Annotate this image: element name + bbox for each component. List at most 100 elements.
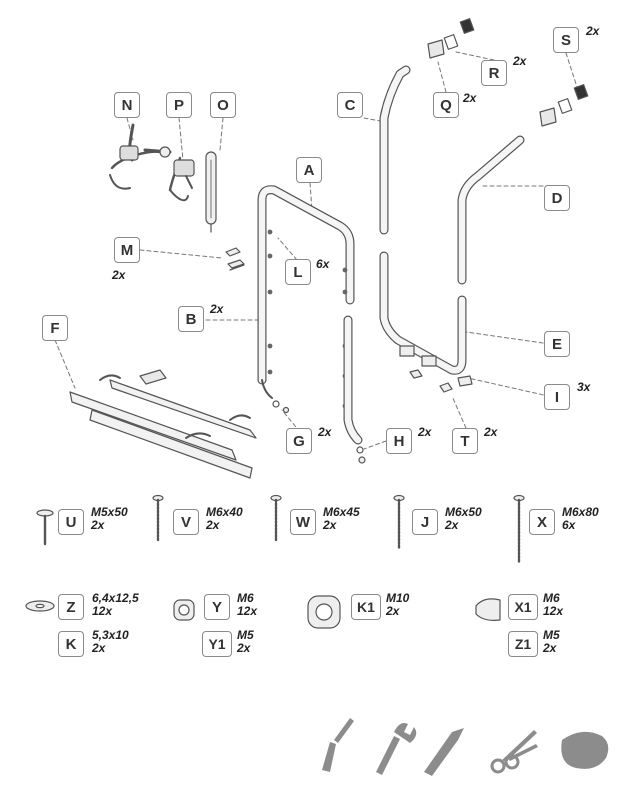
cap-nut-x1-illustration [475,598,501,621]
hw-size-z1: M5 [543,628,560,642]
hw-label-y: Y [204,594,230,620]
part-qty-s: 2x [586,24,600,38]
wrench-icon [376,723,417,775]
part-qty-t: 2x [484,425,498,439]
part-label-p: P [166,92,192,118]
strap-p-illustration [168,156,195,202]
screwdriver-icon [322,718,354,772]
part-label-o: O [210,92,236,118]
bolt-g-illustration [272,400,280,408]
hw-size-u: M5x50 [91,505,128,519]
hw-qty-v: 2x [206,518,220,532]
cloth-icon [561,731,609,769]
hw-qty-x1: 12x [543,604,564,618]
strap-n-illustration [109,123,172,190]
part-label-h: H [386,428,412,454]
hw-spec-j: M6x50 2x [445,506,482,532]
tube-e-illustration [379,251,473,393]
part-label-i: I [544,384,570,410]
part-label-c: C [337,92,363,118]
bracket-q-illustration [427,18,475,59]
utility-knife-icon [424,728,464,776]
hw-spec-x1: M6 12x [543,592,563,618]
part-label-e: E [544,331,570,357]
leader-lines [54,51,579,450]
part-label-n: N [114,92,140,118]
hw-label-z1: Z1 [508,631,538,657]
hw-qty-x: 6x [562,518,576,532]
hw-spec-y: M6 12x [237,592,257,618]
hw-spec-k1: M10 2x [386,592,409,618]
hw-spec-y1: M5 2x [237,629,254,655]
hw-label-x1: X1 [508,594,538,620]
part-label-s: S [553,27,579,53]
hw-qty-y: 12x [237,604,258,618]
hw-size-w: M6x45 [323,505,360,519]
hw-qty-j: 2x [445,518,459,532]
tube-d-illustration [457,135,525,285]
hw-spec-w: M6x45 2x [323,506,360,532]
hw-size-v: M6x40 [206,505,243,519]
part-qty-l: 6x [316,257,330,271]
hw-spec-v: M6x40 2x [206,506,243,532]
screw-w-illustration [270,494,282,542]
part-label-m: M [114,237,140,263]
screw-x-illustration [513,494,525,564]
part-label-r: R [481,60,507,86]
hw-spec-x: M6x80 6x [562,506,599,532]
hw-qty-k: 2x [92,641,106,655]
hw-qty-y1: 2x [237,641,251,655]
hw-spec-z1: M5 2x [543,629,560,655]
part-label-d: D [544,185,570,211]
hw-size-z: 6,4x12,5 [92,591,139,605]
screw-v-illustration [152,494,164,542]
hw-label-u: U [58,509,84,535]
hw-size-y1: M5 [237,628,254,642]
hw-label-v: V [173,509,199,535]
screw-j-illustration [393,494,405,550]
strip-o-illustration [205,151,217,233]
bracket-s-illustration [539,84,589,127]
part-label-a: A [296,157,322,183]
hw-label-k: K [58,631,84,657]
part-qty-i: 3x [577,380,591,394]
hw-qty-u: 2x [91,518,105,532]
clip-m-illustration [225,247,245,271]
part-qty-m: 2x [112,268,126,282]
hw-size-x1: M6 [543,591,560,605]
hw-label-w: W [290,509,316,535]
hw-qty-k1: 2x [386,604,400,618]
part-label-b: B [178,306,204,332]
hw-qty-w: 2x [323,518,337,532]
hw-label-k1: K1 [351,594,381,620]
hw-label-z: Z [58,594,84,620]
nut-k1-illustration [307,595,341,629]
hw-size-x: M6x80 [562,505,599,519]
hw-size-j: M6x50 [445,505,482,519]
hw-size-y: M6 [237,591,254,605]
part-qty-h: 2x [418,425,432,439]
frame-a-illustration [257,185,363,445]
hw-spec-z: 6,4x12,5 12x [92,592,139,618]
hw-spec-u: M5x50 2x [91,506,128,532]
part-label-g: G [286,428,312,454]
hw-qty-z1: 2x [543,641,557,655]
hw-size-k: 5,3x10 [92,628,129,642]
hw-qty-z: 12x [92,604,113,618]
part-qty-q: 2x [463,91,477,105]
part-qty-g: 2x [318,425,332,439]
hw-size-k1: M10 [386,591,410,605]
part-label-l: L [285,259,311,285]
carrier-f-illustration [69,369,257,479]
nut-y-illustration [173,599,195,621]
scissors-icon [490,730,538,774]
hw-label-x: X [529,509,555,535]
part-label-f: F [42,315,68,341]
part-qty-b: 2x [210,302,224,316]
part-label-t: T [452,428,478,454]
screw-u-illustration [36,509,54,546]
hw-label-y1: Y1 [202,631,232,657]
part-qty-r: 2x [513,54,527,68]
tube-c-illustration [379,65,411,235]
